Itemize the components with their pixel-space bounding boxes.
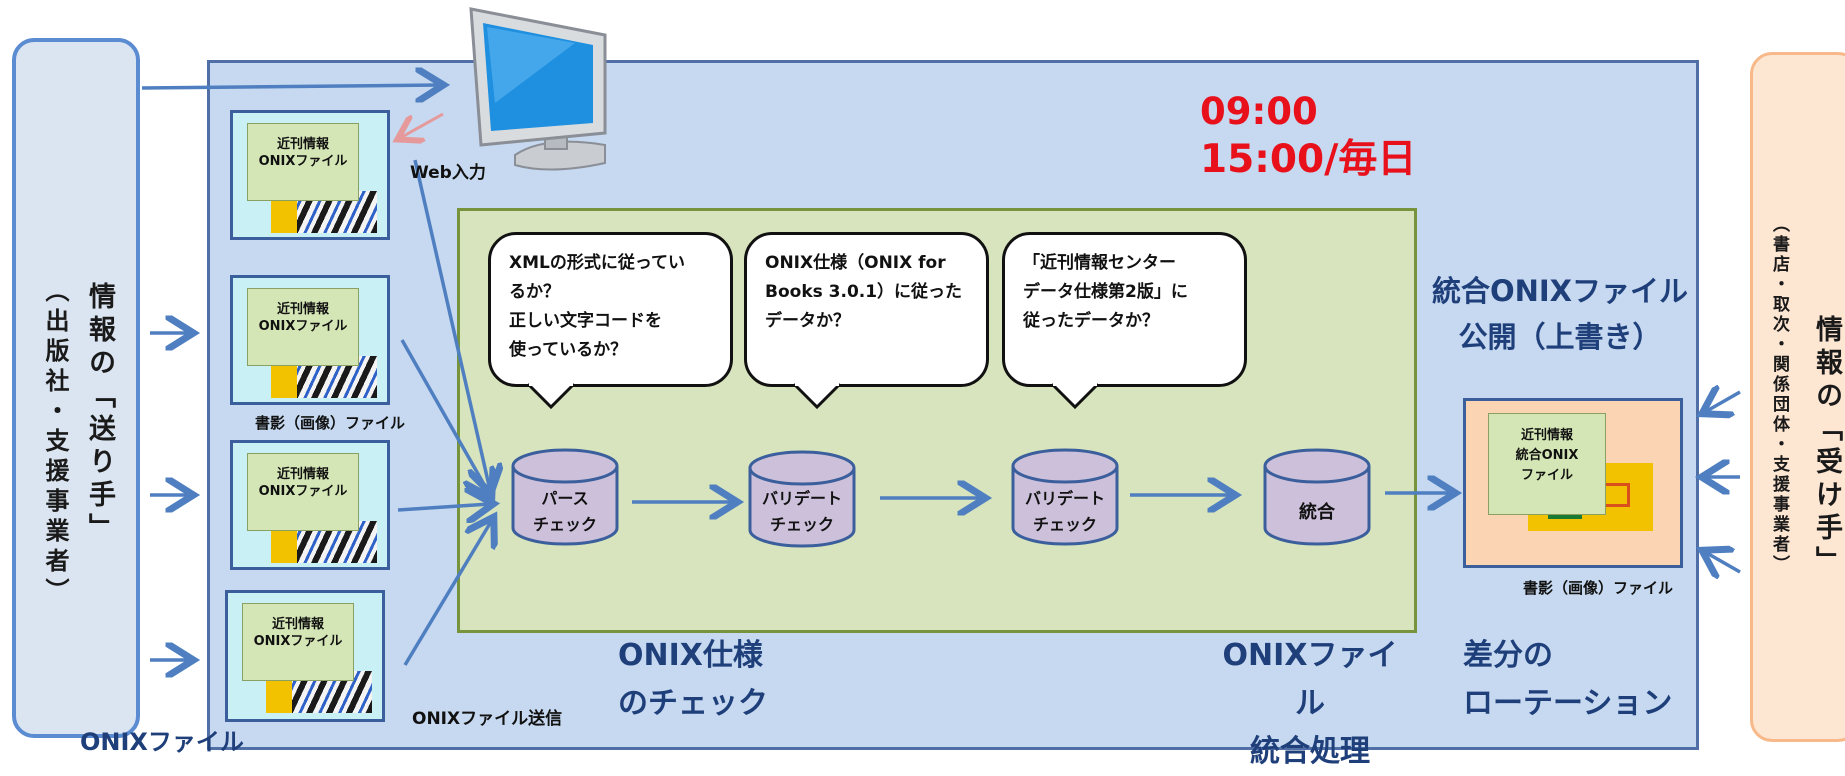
publish-line-2: 公開（上書き） [1458, 320, 1662, 354]
onix-file-label: ONIXファイル [80, 728, 244, 756]
phase-check-label: ONIX仕様のチェック [618, 638, 768, 721]
merge-label: 統合 [1299, 502, 1335, 523]
arrow-sender-to-web [141, 85, 440, 88]
arrow-web-to-file [400, 112, 444, 138]
schedule: 09:00 15:00/毎日 [1200, 88, 1416, 184]
bubble-parse: XMLの形式に従っているか？ 正しい文字コードを使っているか？ [488, 232, 733, 410]
validate-check-2-label: バリデートチェック [1024, 489, 1105, 534]
schedule-time-2: 15:00/毎日 [1200, 137, 1417, 182]
arrow-receiver-1 [1705, 392, 1741, 412]
bubble-validate-spec: 「近刊情報センターデータ仕様第2版」に従ったデータか？ [1002, 232, 1247, 410]
web-input-label: Web入力 [410, 163, 486, 183]
receiver-title: 情報の「受け手」 [1811, 315, 1842, 579]
output-image-label: 書影（画像）ファイル [1523, 579, 1674, 597]
arrow-file3-to-parse [397, 504, 490, 510]
phase-merge-label: ONIXファイル統合処理 [1222, 638, 1398, 769]
arrow-file2-to-parse [400, 339, 490, 495]
arrow-receiver-3 [1705, 552, 1741, 572]
validate-check-1-label: バリデートチェック [761, 489, 842, 534]
image-file-label: 書影（画像）ファイル [255, 414, 406, 432]
schedule-time-1: 09:00 [1200, 90, 1318, 133]
arrow-web-to-parse [413, 159, 490, 490]
sender-title: 情報の「送り手」 [84, 282, 115, 546]
receiver-subtitle: （書店・取次・関係団体・支援事業者） [1769, 215, 1789, 575]
validate-check-1-cylinder [748, 450, 856, 548]
phase-rotation-label: 差分のローテーション [1463, 638, 1673, 721]
publish-label: 統合ONIXファイル 公開（上書き） [1420, 268, 1700, 360]
sender-subtitle: （出版社・支援事業者） [41, 278, 69, 608]
merge-cylinder [1263, 448, 1371, 546]
publish-line-1: 統合ONIXファイル [1431, 274, 1689, 308]
arrows-layer [141, 0, 1741, 749]
monitor-icon [469, 7, 607, 171]
parse-check-cylinder [511, 448, 619, 546]
parse-check-label: パースチェック [532, 489, 597, 534]
validate-check-2-cylinder [1011, 448, 1119, 546]
sender-box: 情報の「送り手」 （出版社・支援事業者） [12, 38, 140, 738]
arrow-file4-to-parse [403, 520, 492, 666]
receiver-box: 情報の「受け手」 （書店・取次・関係団体・支援事業者） [1750, 52, 1845, 742]
send-label: ONIXファイル送信 [412, 709, 563, 729]
